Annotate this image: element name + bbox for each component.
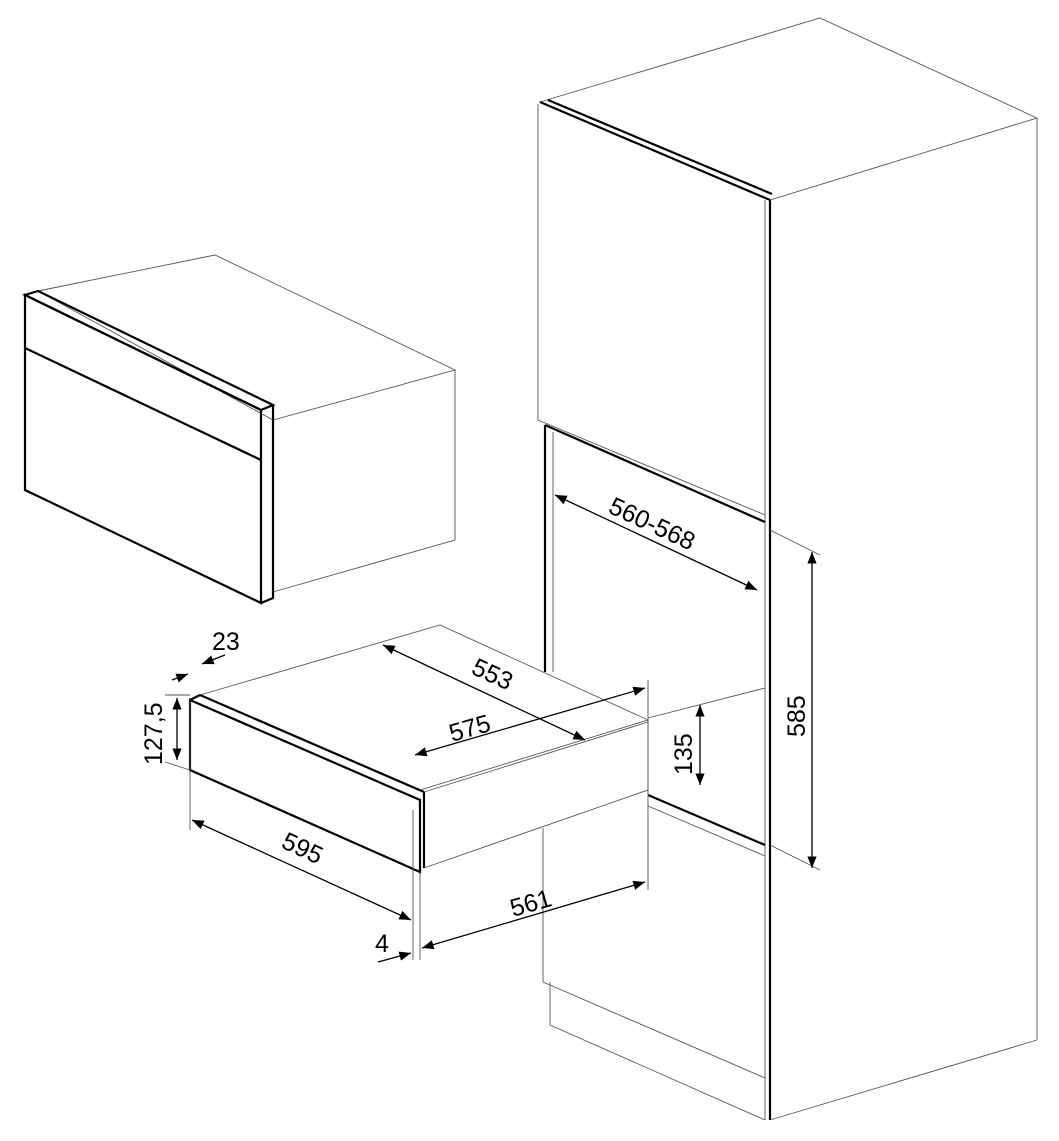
dim-front-offset: 4 [375, 930, 389, 958]
dim-front-thickness: 23 [212, 628, 240, 656]
dim-depth-inner: 553 [467, 653, 517, 696]
compact-oven [22, 254, 457, 605]
dim-width-body: 561 [507, 884, 555, 922]
tall-cabinet [537, 17, 1039, 1121]
dimension-lines [164, 494, 821, 963]
dim-body-height: 135 [670, 733, 698, 775]
niche [542, 423, 766, 1121]
dim-drawer-height: 127,5 [140, 702, 168, 765]
dim-width-front: 595 [277, 827, 327, 870]
dim-niche-width: 560-568 [604, 492, 699, 556]
dim-depth-total: 575 [446, 709, 494, 747]
dim-niche-height: 585 [783, 695, 811, 737]
